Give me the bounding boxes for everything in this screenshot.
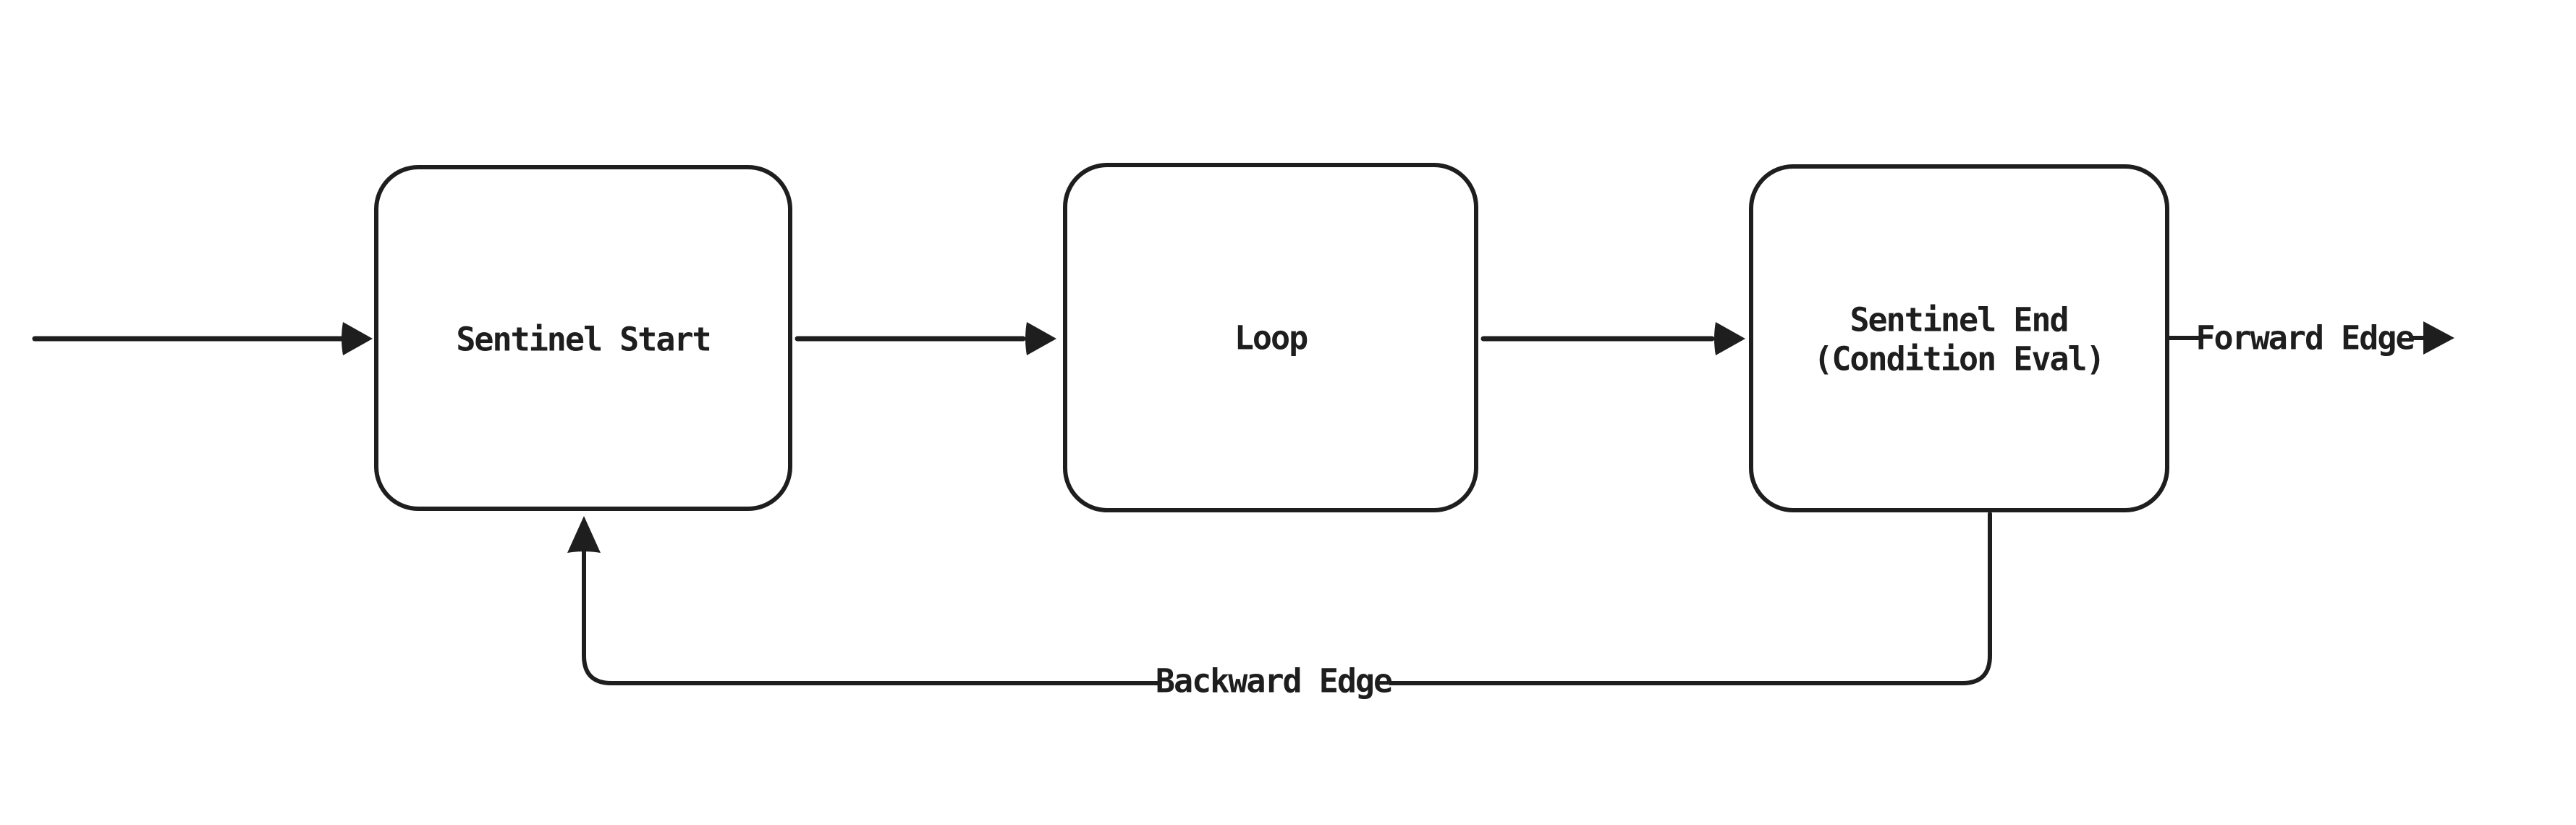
entry-arrowhead: [342, 322, 373, 355]
forward-edge-label: Forward Edge: [2195, 319, 2414, 358]
node-sentinel-start-label: Sentinel Start: [456, 321, 710, 359]
edge-loop-to-end-arrowhead: [1714, 322, 1745, 355]
node-sentinel-start: [374, 165, 792, 511]
node-sentinel-end-label-line2: (Condition Eval): [1813, 340, 2103, 378]
edge-start-to-loop-arrowhead: [1025, 322, 1056, 355]
backward-edge-label-backdrop: [1159, 659, 1389, 706]
node-sentinel-end-label-line1: Sentinel End: [1850, 301, 2067, 339]
node-loop-label: Loop: [1234, 319, 1308, 358]
backward-edge-arrowhead: [567, 516, 601, 553]
forward-edge-arrowhead: [2423, 321, 2454, 355]
backward-edge-label: Backward Edge: [1156, 662, 1392, 701]
node-loop: [1063, 163, 1478, 512]
